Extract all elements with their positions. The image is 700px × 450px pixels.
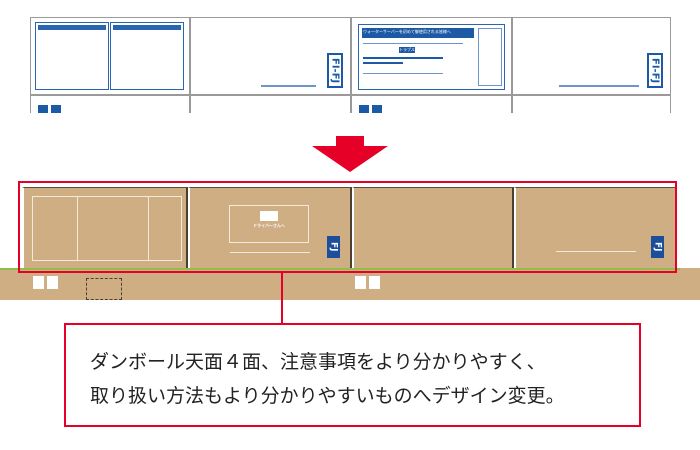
caption-line-1: ダンボール天面４面、注意事項をより分かりやすく、	[90, 351, 546, 373]
caption-box: ダンボール天面４面、注意事項をより分かりやすく、 取り扱い方法もより分かりやすい…	[64, 323, 641, 427]
old-panel-4: FI-FJ	[512, 17, 671, 95]
new-panel-driver: ドライバーさんへ FJ	[188, 187, 352, 268]
logo-fj: FJ	[327, 236, 340, 258]
old-side-flap	[190, 95, 351, 115]
old-side-flap	[512, 95, 671, 115]
logo-fj: FJ	[651, 236, 664, 258]
old-side-flap	[351, 95, 512, 115]
this-side-up-icon	[33, 276, 44, 289]
fragile-icon	[47, 276, 58, 289]
logo-fi-fj: FI-FJ	[647, 53, 663, 88]
driver-notice-title: ドライバーさんへ	[253, 223, 285, 228]
old-panel-instructions	[30, 17, 190, 95]
fragile-icon	[51, 105, 61, 115]
handle-cutout	[86, 278, 122, 300]
instruction-panel-right	[110, 22, 184, 90]
new-panel-instructions	[22, 187, 188, 268]
new-panel-3	[352, 187, 514, 268]
kraft-side-strip	[0, 268, 700, 300]
old-panel-notice: ウォーターサーバーを初めて御使用される皆様へ トラブル	[351, 17, 512, 95]
instruction-illustrations	[32, 196, 182, 261]
fragile-icon	[372, 105, 382, 115]
illustration-icons	[478, 28, 502, 86]
old-side-flap	[30, 95, 190, 115]
driver-notice-box: ドライバーさんへ	[229, 205, 309, 243]
logo-fi-fj: FI-FJ	[327, 53, 343, 88]
truck-icon	[260, 211, 278, 221]
down-arrow-icon	[312, 136, 388, 172]
highlight-frame	[18, 181, 677, 273]
notice-box: ウォーターサーバーを初めて御使用される皆様へ トラブル	[358, 24, 505, 90]
old-panel-2: FI-FJ	[190, 17, 351, 95]
this-side-up-icon	[355, 276, 366, 289]
caption-line-2: 取り扱い方法もより分かりやすいものへデザイン変更。	[90, 385, 565, 407]
trouble-badge: トラブル	[399, 47, 415, 53]
this-side-up-icon	[38, 105, 48, 115]
instruction-panel-left	[35, 22, 109, 90]
notice-heading: ウォーターサーバーを初めて御使用される皆様へ	[362, 28, 474, 38]
fragile-icon	[369, 276, 380, 289]
new-panel-4: FJ	[514, 187, 677, 268]
this-side-up-icon	[359, 105, 369, 115]
callout-line	[281, 273, 283, 324]
